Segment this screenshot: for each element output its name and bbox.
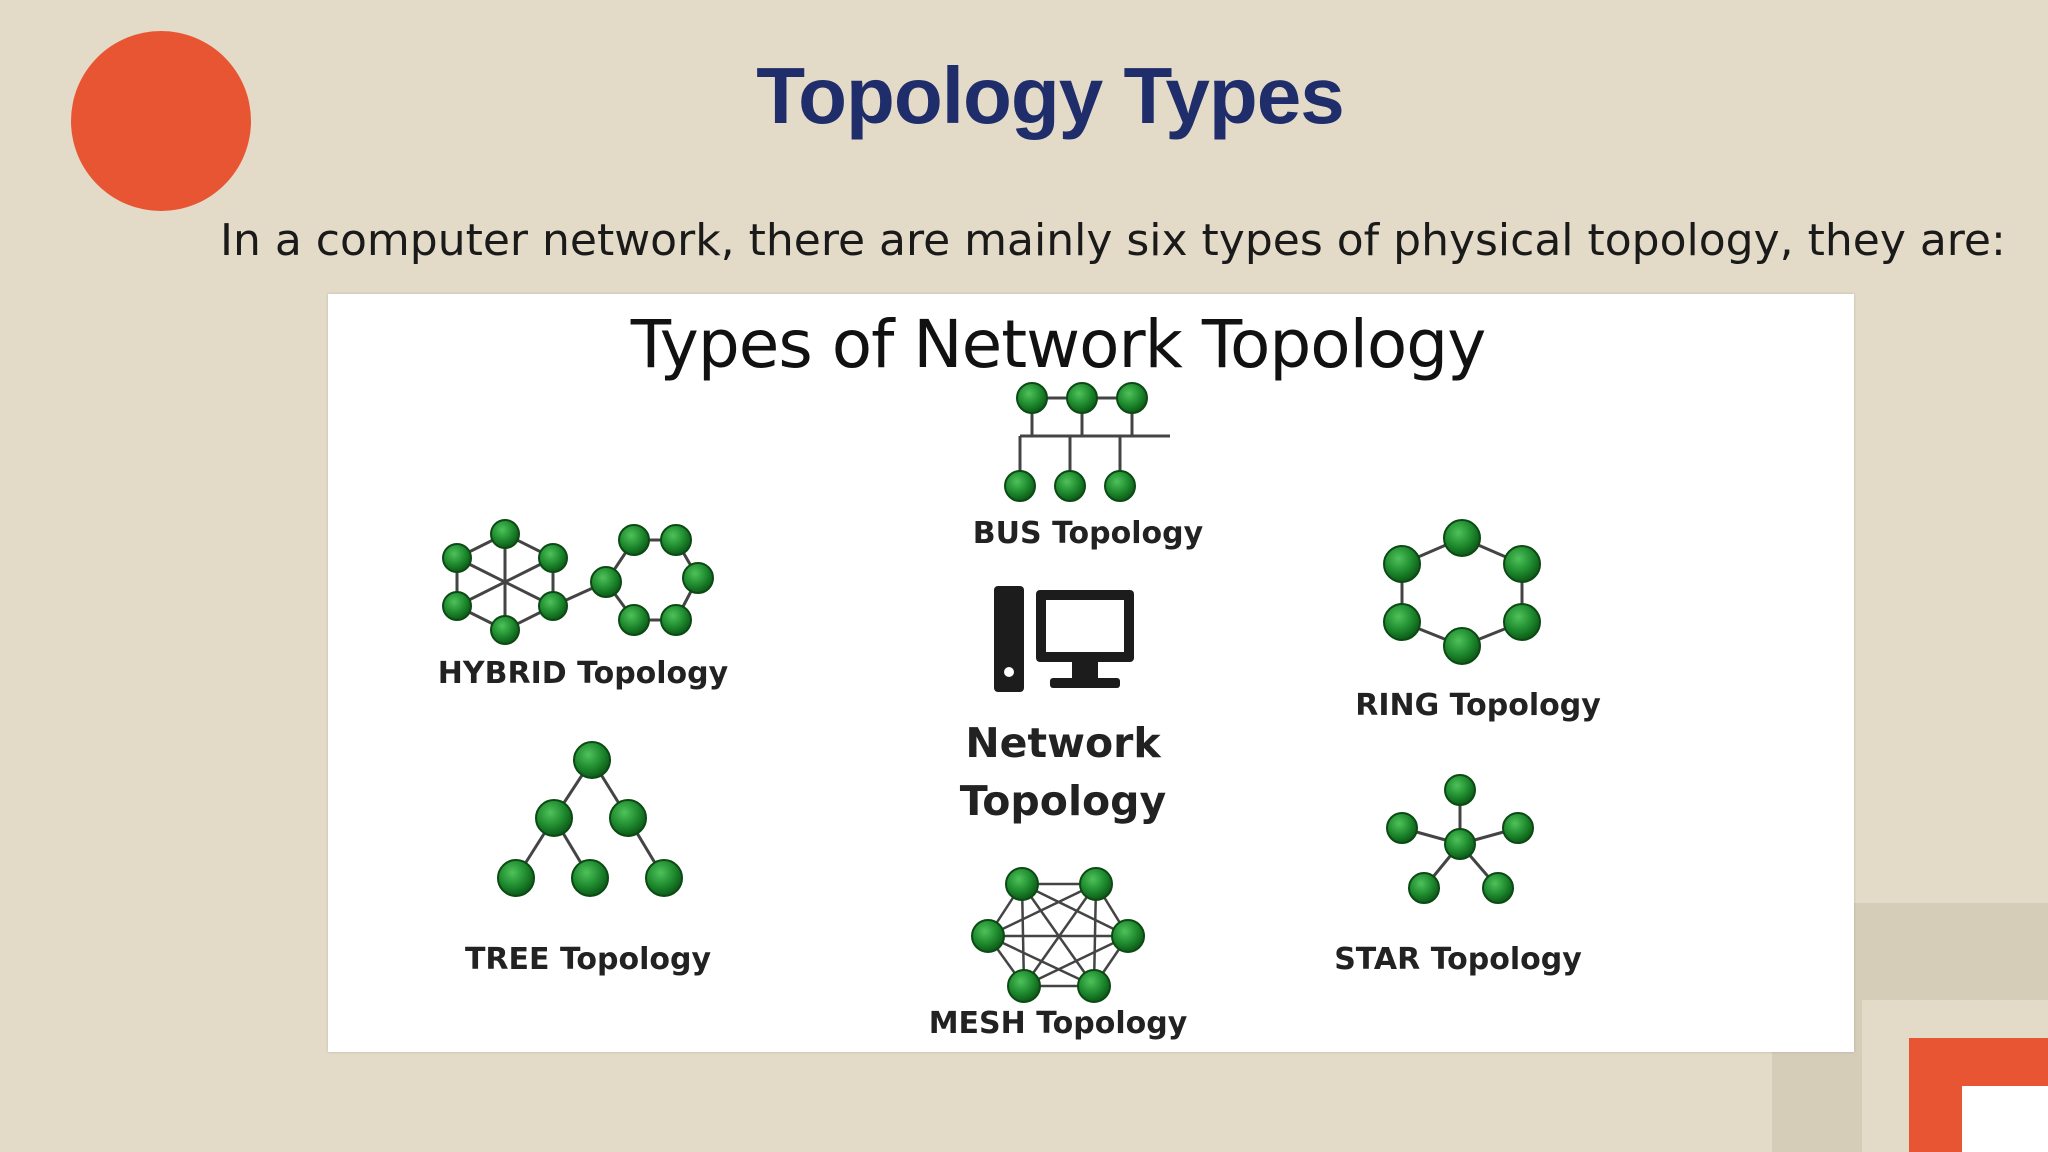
- figure-heading: Types of Network Topology: [630, 306, 1487, 383]
- decorative-circle: [71, 31, 251, 211]
- hybrid-topology-label: HYBRID Topology: [437, 656, 729, 691]
- slide-subtitle: In a computer network, there are mainly …: [220, 215, 2006, 266]
- tree-topology-label: TREE Topology: [464, 942, 712, 977]
- mesh-topology-label: MESH Topology: [928, 1006, 1188, 1041]
- center-label-line-1: Network: [965, 719, 1161, 767]
- bus-topology-label: BUS Topology: [972, 516, 1204, 551]
- computer-icon: [994, 586, 1134, 692]
- center-label-line-2: Topology: [959, 777, 1167, 825]
- decorative-corner-cut: [1962, 1086, 2048, 1152]
- bus-topology-diagram: [1018, 396, 1170, 482]
- network-topology-label: Network Topology: [908, 714, 1218, 830]
- star-topology-label: STAR Topology: [1334, 942, 1582, 977]
- topology-diagrams: [442, 382, 1541, 1003]
- ring-topology-label: RING Topology: [1355, 688, 1601, 723]
- topology-figure: Types of Network Topology BUS Topology H…: [328, 294, 1854, 1052]
- slide-title: Topology Types: [756, 51, 1344, 140]
- mesh-topology-diagram: [986, 882, 1130, 988]
